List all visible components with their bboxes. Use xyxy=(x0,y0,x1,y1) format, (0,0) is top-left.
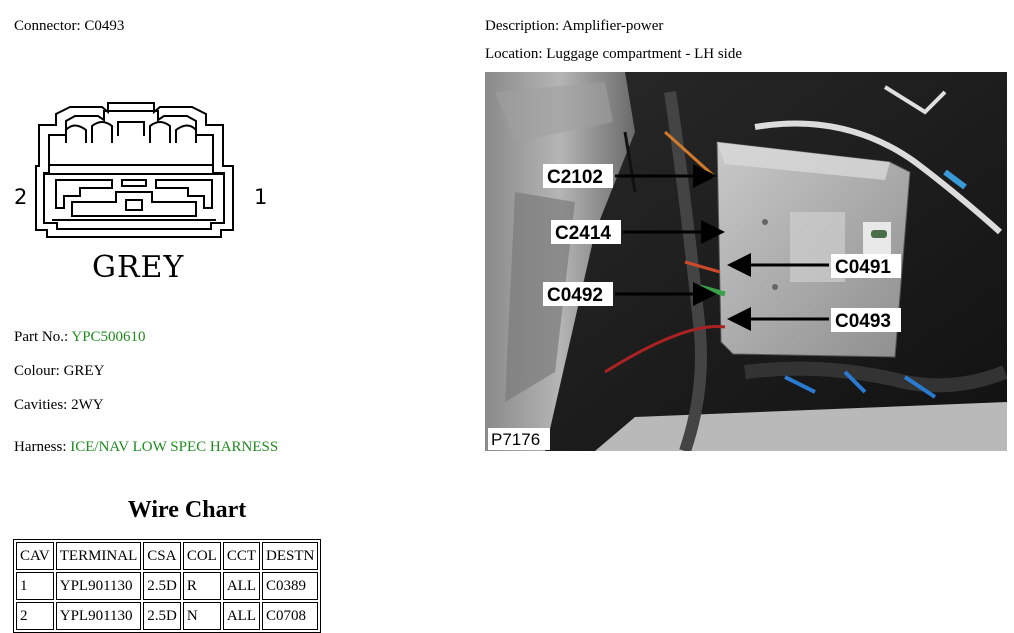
callout-c0493: C0493 xyxy=(835,311,891,332)
part-number-label: Part No.: xyxy=(14,329,72,345)
cell-destn: C0708 xyxy=(262,602,319,630)
table-row: 1 YPL901130 2.5D R ALL C0389 xyxy=(16,572,319,600)
table-row: 2 YPL901130 2.5D N ALL C0708 xyxy=(16,602,319,630)
wire-chart-table: CAV TERMINAL CSA COL CCT DESTN 1 YPL9011… xyxy=(13,539,322,633)
header-terminal: TERMINAL xyxy=(55,542,142,570)
connector-label: Connector: C0493 xyxy=(14,18,125,34)
cell-terminal: YPL901130 xyxy=(55,602,142,630)
connector-colour-badge: GREY xyxy=(92,250,185,285)
header-cav: CAV xyxy=(16,542,54,570)
pin-1-label: 1 xyxy=(254,185,268,209)
cell-cct: ALL xyxy=(222,602,261,630)
location-photo: C2102 C2414 C0491 C0492 C0493 P7176 xyxy=(485,72,1007,451)
pin-2-label: 2 xyxy=(14,185,28,209)
cell-cct: ALL xyxy=(222,572,261,600)
cell-cav: 1 xyxy=(16,572,54,600)
location-line: Location: Luggage compartment - LH side xyxy=(485,46,742,62)
cell-col: R xyxy=(182,572,221,600)
connector-face-diagram xyxy=(35,102,234,238)
callout-c2102: C2102 xyxy=(547,167,603,188)
part-number-line: Part No.: YPC500610 xyxy=(14,328,146,346)
harness-link[interactable]: ICE/NAV LOW SPEC HARNESS xyxy=(70,439,279,455)
cell-destn: C0389 xyxy=(262,572,319,600)
cell-csa: 2.5D xyxy=(143,602,181,630)
header-destn: DESTN xyxy=(262,542,319,570)
photo-reference: P7176 xyxy=(491,430,540,449)
callout-c0492: C0492 xyxy=(547,285,603,306)
description-line: Description: Amplifier-power xyxy=(485,18,664,34)
callout-c0491: C0491 xyxy=(835,257,891,278)
callout-c2414: C2414 xyxy=(555,223,611,244)
header-csa: CSA xyxy=(143,542,181,570)
harness-label: Harness: xyxy=(14,439,71,455)
table-header-row: CAV TERMINAL CSA COL CCT DESTN xyxy=(16,542,319,570)
cell-cav: 2 xyxy=(16,602,54,630)
harness-line: Harness: ICE/NAV LOW SPEC HARNESS xyxy=(14,438,278,456)
wire-chart-title: Wire Chart xyxy=(127,497,247,523)
header-col: COL xyxy=(182,542,221,570)
cavities-line: Cavities: 2WY xyxy=(14,397,104,413)
colour-line: Colour: GREY xyxy=(14,363,105,379)
part-number-link[interactable]: YPC500610 xyxy=(71,329,146,345)
cell-csa: 2.5D xyxy=(143,572,181,600)
cell-col: N xyxy=(182,602,221,630)
header-cct: CCT xyxy=(222,542,261,570)
cell-terminal: YPL901130 xyxy=(55,572,142,600)
